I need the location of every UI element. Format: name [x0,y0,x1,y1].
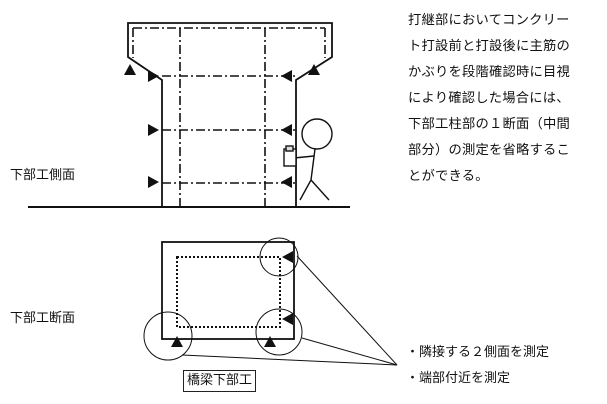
pier-section-outline [161,241,295,340]
corner-circle-bottom-left [143,311,193,361]
clipboard-clip [285,145,294,152]
pier-elevation-outline [127,22,333,207]
description-line: とができる。 [408,169,489,184]
description-text: 打継部においてコンクリー ト打設前と打設後に主筋の かぶりを段階確認時に目視 に… [408,8,603,190]
rebar-lines-elevation [132,27,326,207]
description-line: 打継部においてコンクリー [408,13,570,28]
figure-caption: 橋梁下部工 [183,370,257,392]
inspector-head [301,118,333,150]
leader-lines [181,255,398,366]
marker-up-left-cap [124,64,136,75]
description-line: 部分）の測定を省略するこ [408,143,570,158]
marker-right-row2 [281,124,292,136]
marker-section-bottom-right [264,336,276,347]
description-line: 下部工柱部の１断面（中間 [408,117,570,132]
marker-left-row1 [148,70,159,82]
marker-left-row3 [148,176,159,188]
bullet-list: ・隣接する２側面を測定 ・端部付近を測定 [406,340,549,392]
inspector-figure [283,118,333,201]
marker-right-row3 [281,176,292,188]
bullet-near-ends: ・端部付近を測定 [406,371,511,386]
description-line: により確認した場合には、 [408,91,570,106]
marker-section-right [282,313,293,325]
marker-left-row2 [148,124,159,136]
pier-section-rebar [176,256,281,328]
side-view-label: 下部工側面 [10,168,76,183]
marker-section-bottom-left [171,336,183,347]
bullet-adjacent-sides: ・隣接する２側面を測定 [406,345,550,360]
corner-circle-bottom-right [255,308,303,356]
marker-right-row1 [281,70,292,82]
inspector-arm [293,155,315,159]
cross-section-label: 下部工断面 [10,311,76,326]
description-line: ト打設前と打設後に主筋の [408,39,570,54]
marker-section-top-right [282,251,293,263]
inspector-body [310,148,316,181]
inspector-leg-left [299,179,312,201]
marker-up-right-cap [308,64,320,75]
description-line: かぶりを段階確認時に目視 [408,65,570,80]
inspector-leg-right [310,179,330,201]
